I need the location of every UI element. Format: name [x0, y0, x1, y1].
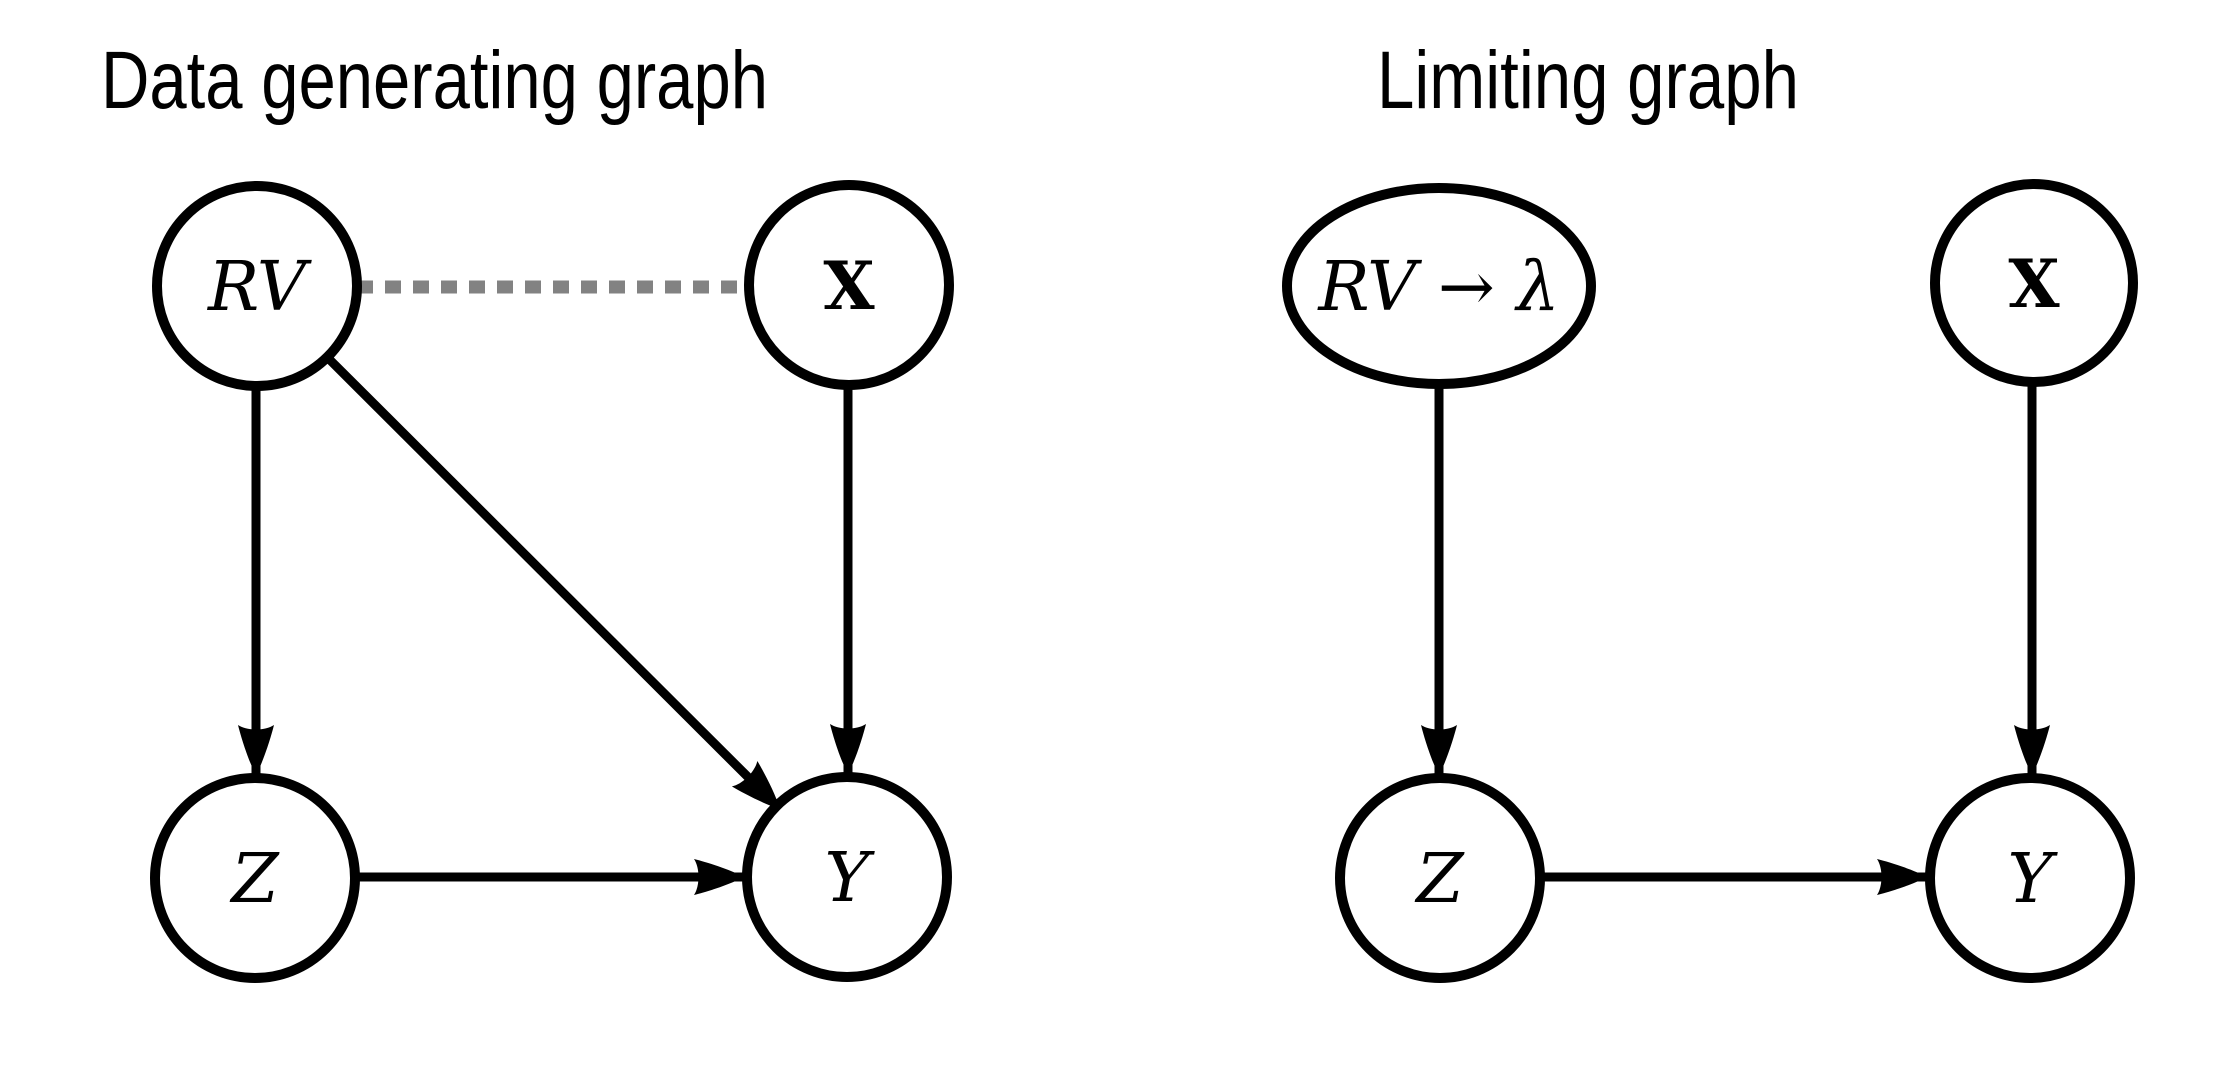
node-y-left-label: Y [825, 839, 876, 918]
node-rv: RV [152, 181, 362, 391]
right-graph-title: Limiting graph [1377, 35, 1799, 126]
node-x-right: X [1930, 179, 2138, 387]
node-x-right-shape [1930, 179, 2138, 387]
node-z-left: Z [150, 773, 360, 983]
node-rv-lambda: RV → λ [1282, 183, 1596, 389]
node-x-left: X [744, 180, 954, 390]
node-z-right-shape [1335, 773, 1545, 983]
node-z-right-label: Z [1414, 840, 1465, 919]
node-y-right-shape [1925, 773, 2135, 983]
node-rv-lambda-label: RV → λ [1316, 248, 1559, 327]
edge-rv-to-y [325, 355, 784, 813]
node-y-left-shape [742, 772, 952, 982]
node-x-right-label: X [2008, 245, 2060, 323]
node-y-right: Y [1925, 773, 2135, 983]
left-graph-title: Data generating graph [101, 35, 768, 126]
node-x-left-shape [744, 180, 954, 390]
right-graph: Limiting graph RV → λ X Z Y [1282, 35, 2138, 983]
left-graph: Data generating graph RV X Z Y [101, 35, 954, 983]
node-z-left-shape [150, 773, 360, 983]
node-y-left: Y [742, 772, 952, 982]
node-z-left-label: Z [229, 840, 280, 919]
node-rv-lambda-shape [1282, 183, 1596, 389]
node-y-right-label: Y [2008, 840, 2059, 919]
node-x-left-label: X [823, 247, 875, 325]
node-rv-shape [152, 181, 362, 391]
node-rv-label: RV [206, 248, 312, 327]
node-z-right: Z [1335, 773, 1545, 983]
